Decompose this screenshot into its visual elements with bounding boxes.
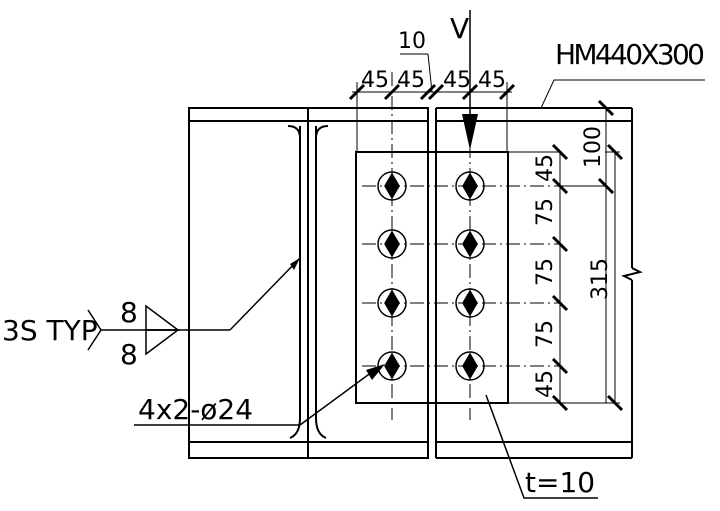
bolt xyxy=(377,288,407,318)
bolt xyxy=(377,351,407,381)
bolt-spec-label: 4x2-ø24 xyxy=(138,393,253,426)
plate-label-leader xyxy=(485,394,598,499)
side-edge-bottom-label: 45 xyxy=(533,370,558,398)
gap-dimension-label: 10 xyxy=(398,29,426,54)
plate-height-label: 315 xyxy=(588,258,613,300)
weld-symbol xyxy=(87,257,301,356)
top-pitch-left-label: 45 xyxy=(397,68,425,93)
plate-thickness-label: t=10 xyxy=(525,466,595,499)
bolt xyxy=(455,229,485,259)
bolt xyxy=(455,288,485,318)
weld-type-label: 3S TYP xyxy=(2,314,98,347)
hidden-lines xyxy=(427,152,437,403)
beam-section-label: HM440X300 xyxy=(555,38,705,71)
top-edge-right-label: 45 xyxy=(478,68,506,93)
shear-force-arrow xyxy=(462,10,478,150)
right-dimension-ticks xyxy=(551,99,624,412)
column-section xyxy=(188,107,429,459)
bolt xyxy=(377,171,407,201)
top-pitch-right-label: 45 xyxy=(443,68,471,93)
bolt xyxy=(455,171,485,201)
side-pitch-3-label: 75 xyxy=(533,320,558,348)
weld-size-bottom-label: 8 xyxy=(120,338,138,371)
side-pitch-1-label: 75 xyxy=(533,198,558,226)
beam-label-leader xyxy=(540,79,705,109)
side-pitch-2-label: 75 xyxy=(533,258,558,286)
weld-size-top-label: 8 xyxy=(120,296,138,329)
extension-lines xyxy=(356,82,620,404)
shear-force-label: V xyxy=(450,12,469,45)
side-edge-top-label: 45 xyxy=(533,154,558,182)
top-edge-left-label: 45 xyxy=(361,68,389,93)
bolt-group xyxy=(377,171,485,381)
bolt xyxy=(377,229,407,259)
bolt-label-leader xyxy=(134,364,385,426)
shear-plate xyxy=(355,151,509,404)
bolt xyxy=(455,351,485,381)
plate-offset-label: 100 xyxy=(581,126,606,168)
